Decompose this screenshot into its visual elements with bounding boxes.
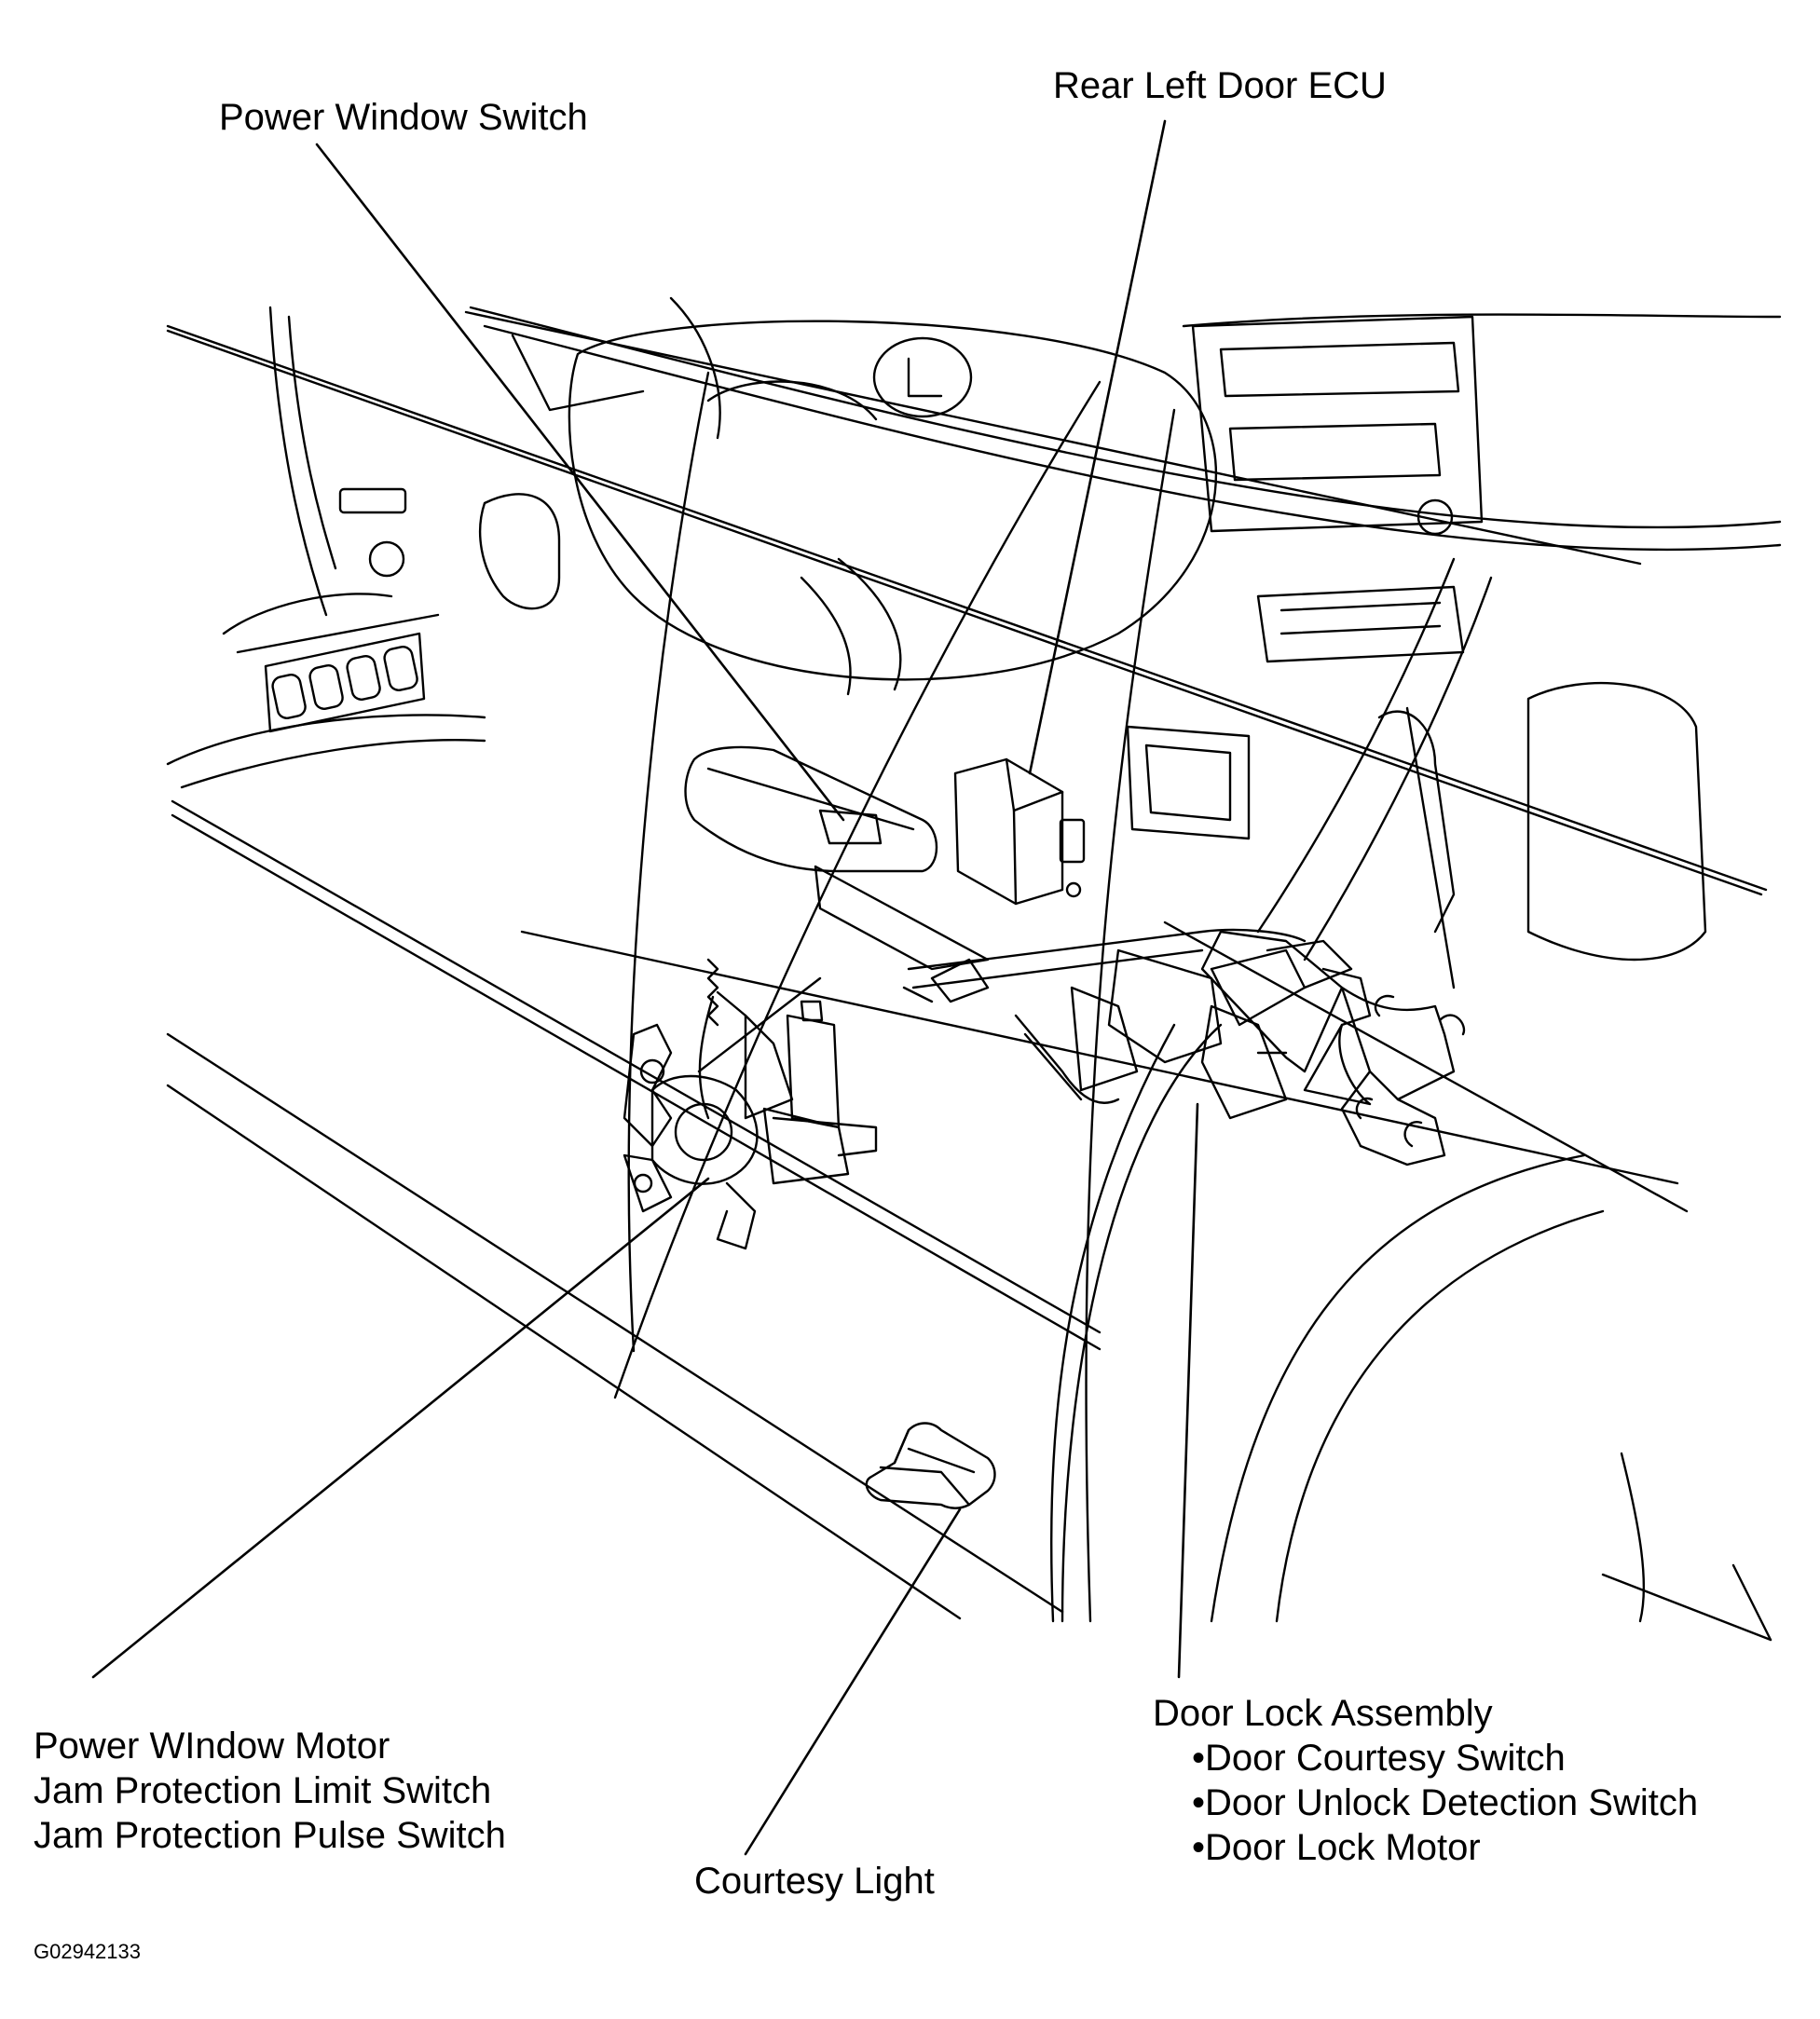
courtesy-light-drawing — [865, 1422, 996, 1509]
vehicle-outline — [166, 296, 1782, 1642]
label-jam-protection-pulse-switch: Jam Protection Pulse Switch — [34, 1815, 506, 1856]
leader-courtesy-light — [744, 1507, 962, 1856]
label-door-lock-assembly: Door Lock Assembly — [1153, 1693, 1493, 1734]
label-door-courtesy-switch: •Door Courtesy Switch — [1192, 1738, 1566, 1779]
label-power-window-motor-group: Power WIndow Motor Jam Protection Limit … — [34, 1724, 506, 1858]
leader-door-lock-assembly — [1177, 1102, 1199, 1679]
label-rear-left-door-ecu: Rear Left Door ECU — [1053, 65, 1387, 106]
power-window-switch-drawing — [684, 745, 990, 971]
label-door-lock-assembly-group: Door Lock Assembly •Door Courtesy Switch… — [1153, 1691, 1698, 1870]
window-regulator-drawing — [623, 928, 1307, 1250]
label-door-lock-motor: •Door Lock Motor — [1192, 1827, 1481, 1868]
label-door-unlock-detection-switch: •Door Unlock Detection Switch — [1192, 1782, 1699, 1823]
label-power-window-switch: Power Window Switch — [219, 97, 588, 138]
leader-power-window-motor — [91, 1177, 710, 1679]
leader-power-window-switch — [315, 143, 845, 822]
label-jam-protection-limit-switch: Jam Protection Limit Switch — [34, 1770, 492, 1811]
rear-left-door-ecu-drawing — [953, 757, 1086, 906]
leader-rear-left-door-ecu — [1028, 119, 1167, 775]
label-courtesy-light: Courtesy Light — [694, 1861, 935, 1902]
door-lock-assembly-drawing — [1200, 930, 1466, 1166]
label-power-window-motor: Power WIndow Motor — [34, 1726, 390, 1767]
figure-code: G02942133 — [34, 1940, 141, 1963]
leader-lines — [91, 119, 1199, 1856]
